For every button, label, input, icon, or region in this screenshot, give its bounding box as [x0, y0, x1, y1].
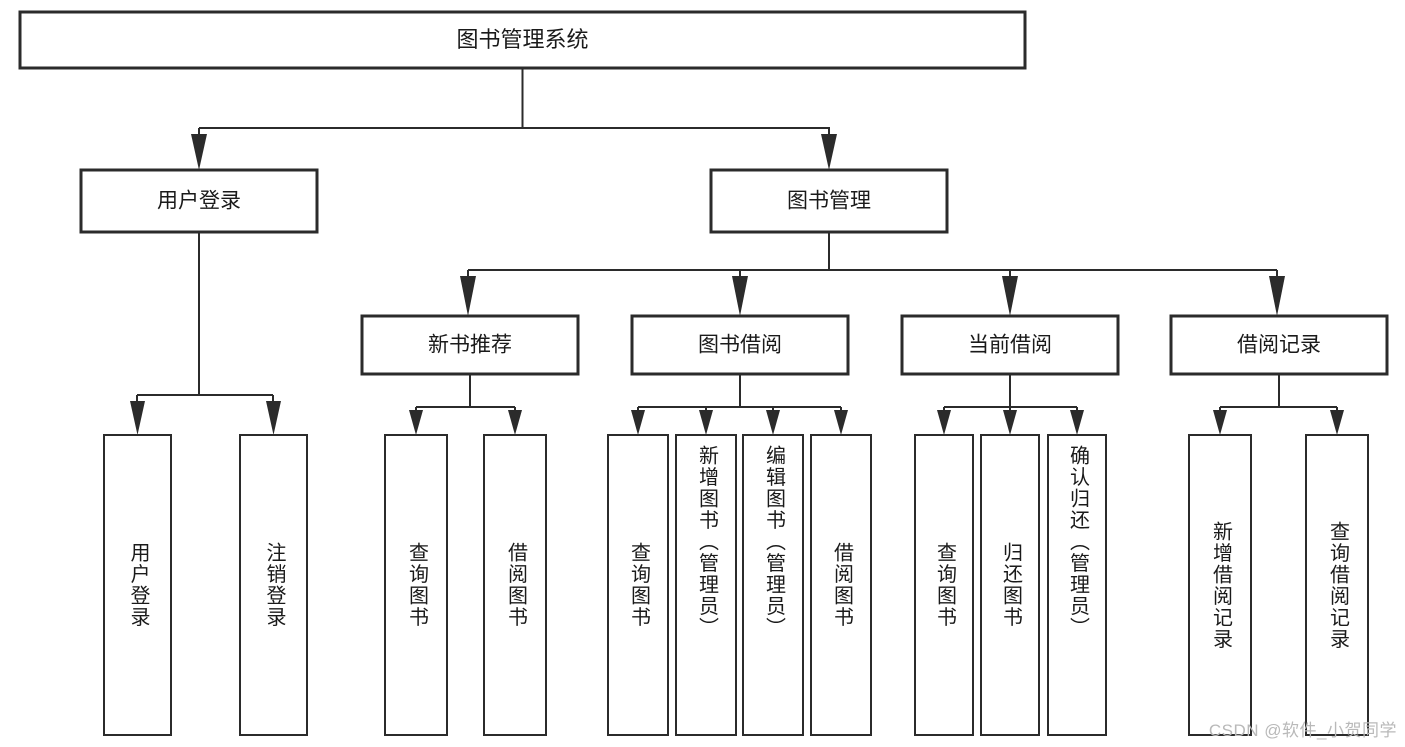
arrow-head-user-login [191, 134, 207, 170]
node-borrow-record-box[interactable] [1169, 314, 1389, 376]
node-leaf-cur-confirm-box[interactable] [1046, 433, 1108, 737]
arrow-head-leaf-cur-return [1003, 410, 1017, 435]
node-user-login[interactable]: 用户登录 [79, 168, 319, 234]
node-new-book-rec-box[interactable] [360, 314, 580, 376]
arrow-head-leaf-user-login [130, 401, 145, 435]
arrow-head-current-borrow [1002, 276, 1018, 316]
node-leaf-user-login-box[interactable] [102, 433, 173, 737]
node-leaf-borrow-query-box[interactable] [606, 433, 670, 737]
arrow-head-leaf-borrow-lend [834, 410, 848, 435]
arrow-head-book-manage [821, 134, 837, 170]
arrow-head-leaf-cur-confirm [1070, 410, 1084, 435]
arrow-head-leaf-rec-query [409, 410, 423, 435]
node-book-borrow[interactable]: 图书借阅 [630, 314, 850, 376]
node-root[interactable]: 图书管理系统 [18, 10, 1027, 70]
node-leaf-borrow-lend-box[interactable] [809, 433, 873, 737]
arrow-head-leaf-rec-add [1213, 410, 1227, 435]
arrow-head-leaf-borrow-edit [766, 410, 780, 435]
node-leaf-rec-add-box[interactable] [1187, 433, 1253, 737]
node-borrow-record[interactable]: 借阅记录 [1169, 314, 1389, 376]
node-leaf-borrow-add-box[interactable] [674, 433, 738, 737]
node-book-manage-box[interactable] [709, 168, 949, 234]
arrow-head-leaf-borrow-query [631, 410, 645, 435]
connector-layer [130, 68, 1344, 435]
node-leaf-rec-search-box[interactable] [1304, 433, 1370, 737]
node-root-label: 图书管理系统 [456, 27, 588, 52]
node-leaf-cur-return-box[interactable] [979, 433, 1041, 737]
csdn-watermark: CSDN @软件_小贺同学 [1208, 721, 1397, 740]
node-new-book-rec[interactable]: 新书推荐 [360, 314, 580, 376]
node-leaf-cur-query-box[interactable] [913, 433, 975, 737]
node-book-borrow-label: 图书借阅 [698, 334, 782, 357]
arrow-head-leaf-rec-search [1330, 410, 1344, 435]
leaf-box-layer [102, 433, 1370, 737]
arrow-head-leaf-cur-query [937, 410, 951, 435]
node-user-login-box[interactable] [79, 168, 319, 234]
arrow-head-book-borrow [732, 276, 748, 316]
node-leaf-borrow-edit-box[interactable] [741, 433, 805, 737]
node-book-borrow-box[interactable] [630, 314, 850, 376]
node-book-manage[interactable]: 图书管理 [709, 168, 949, 234]
node-leaf-rec-borrow-box[interactable] [482, 433, 548, 737]
arrow-head-leaf-user-logout [266, 401, 281, 435]
node-current-borrow[interactable]: 当前借阅 [900, 314, 1120, 376]
arrow-head-leaf-borrow-add [699, 410, 713, 435]
arrow-head-borrow-record [1269, 276, 1285, 316]
node-leaf-user-logout-box[interactable] [238, 433, 309, 737]
node-leaf-rec-query-box[interactable] [383, 433, 449, 737]
node-book-manage-label: 图书管理 [787, 190, 871, 213]
node-current-borrow-box[interactable] [900, 314, 1120, 376]
node-root-box[interactable] [18, 10, 1027, 70]
node-current-borrow-label: 当前借阅 [968, 334, 1052, 357]
arrow-head-new-book-rec [460, 276, 476, 316]
node-user-login-label: 用户登录 [157, 190, 241, 213]
arrow-head-leaf-rec-borrow [508, 410, 522, 435]
node-borrow-record-label: 借阅记录 [1237, 334, 1321, 357]
node-new-book-rec-label: 新书推荐 [428, 334, 512, 357]
